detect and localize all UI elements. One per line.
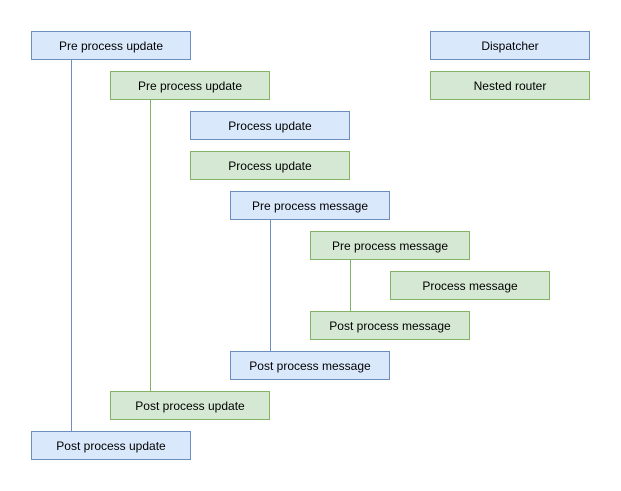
process-message-node: Process message bbox=[390, 271, 550, 300]
pre-process-message-dispatcher-node: Pre process message bbox=[230, 191, 390, 220]
post-process-message-dispatcher-label: Post process message bbox=[249, 358, 371, 373]
post-process-update-router-label: Post process update bbox=[135, 398, 245, 413]
process-update-dispatcher-node: Process update bbox=[190, 111, 350, 140]
nested-router-node: Nested router bbox=[430, 71, 590, 100]
pre-process-update-router-label: Pre process update bbox=[137, 78, 243, 93]
post-process-message-router-node: Post process message bbox=[310, 311, 470, 340]
pre-process-update-dispatcher-label: Pre process update bbox=[58, 38, 164, 53]
pre-process-message-dispatcher-label: Pre process message bbox=[251, 198, 369, 213]
update-lifeline-dispatcher-connector bbox=[71, 60, 72, 431]
process-update-router-label: Process update bbox=[228, 158, 312, 173]
post-process-message-router-label: Post process message bbox=[329, 318, 451, 333]
post-process-update-dispatcher-label: Post process update bbox=[56, 438, 166, 453]
pre-process-message-router-node: Pre process message bbox=[310, 231, 470, 260]
post-process-update-dispatcher-node: Post process update bbox=[31, 431, 191, 460]
pre-process-update-dispatcher-node: Pre process update bbox=[31, 31, 191, 60]
message-lifeline-router-connector bbox=[350, 260, 351, 311]
pre-process-message-router-label: Pre process message bbox=[331, 238, 449, 253]
process-message-label: Process message bbox=[422, 278, 518, 293]
process-update-dispatcher-label: Process update bbox=[228, 118, 312, 133]
post-process-update-router-node: Post process update bbox=[110, 391, 270, 420]
dispatcher-label: Dispatcher bbox=[481, 38, 539, 53]
post-process-message-dispatcher-node: Post process message bbox=[230, 351, 390, 380]
update-lifeline-router-connector bbox=[150, 100, 151, 391]
process-update-router-node: Process update bbox=[190, 151, 350, 180]
message-lifeline-dispatcher-connector bbox=[270, 220, 271, 351]
pre-process-update-router-node: Pre process update bbox=[110, 71, 270, 100]
nested-router-label: Nested router bbox=[473, 78, 547, 93]
dispatcher-node: Dispatcher bbox=[430, 31, 590, 60]
